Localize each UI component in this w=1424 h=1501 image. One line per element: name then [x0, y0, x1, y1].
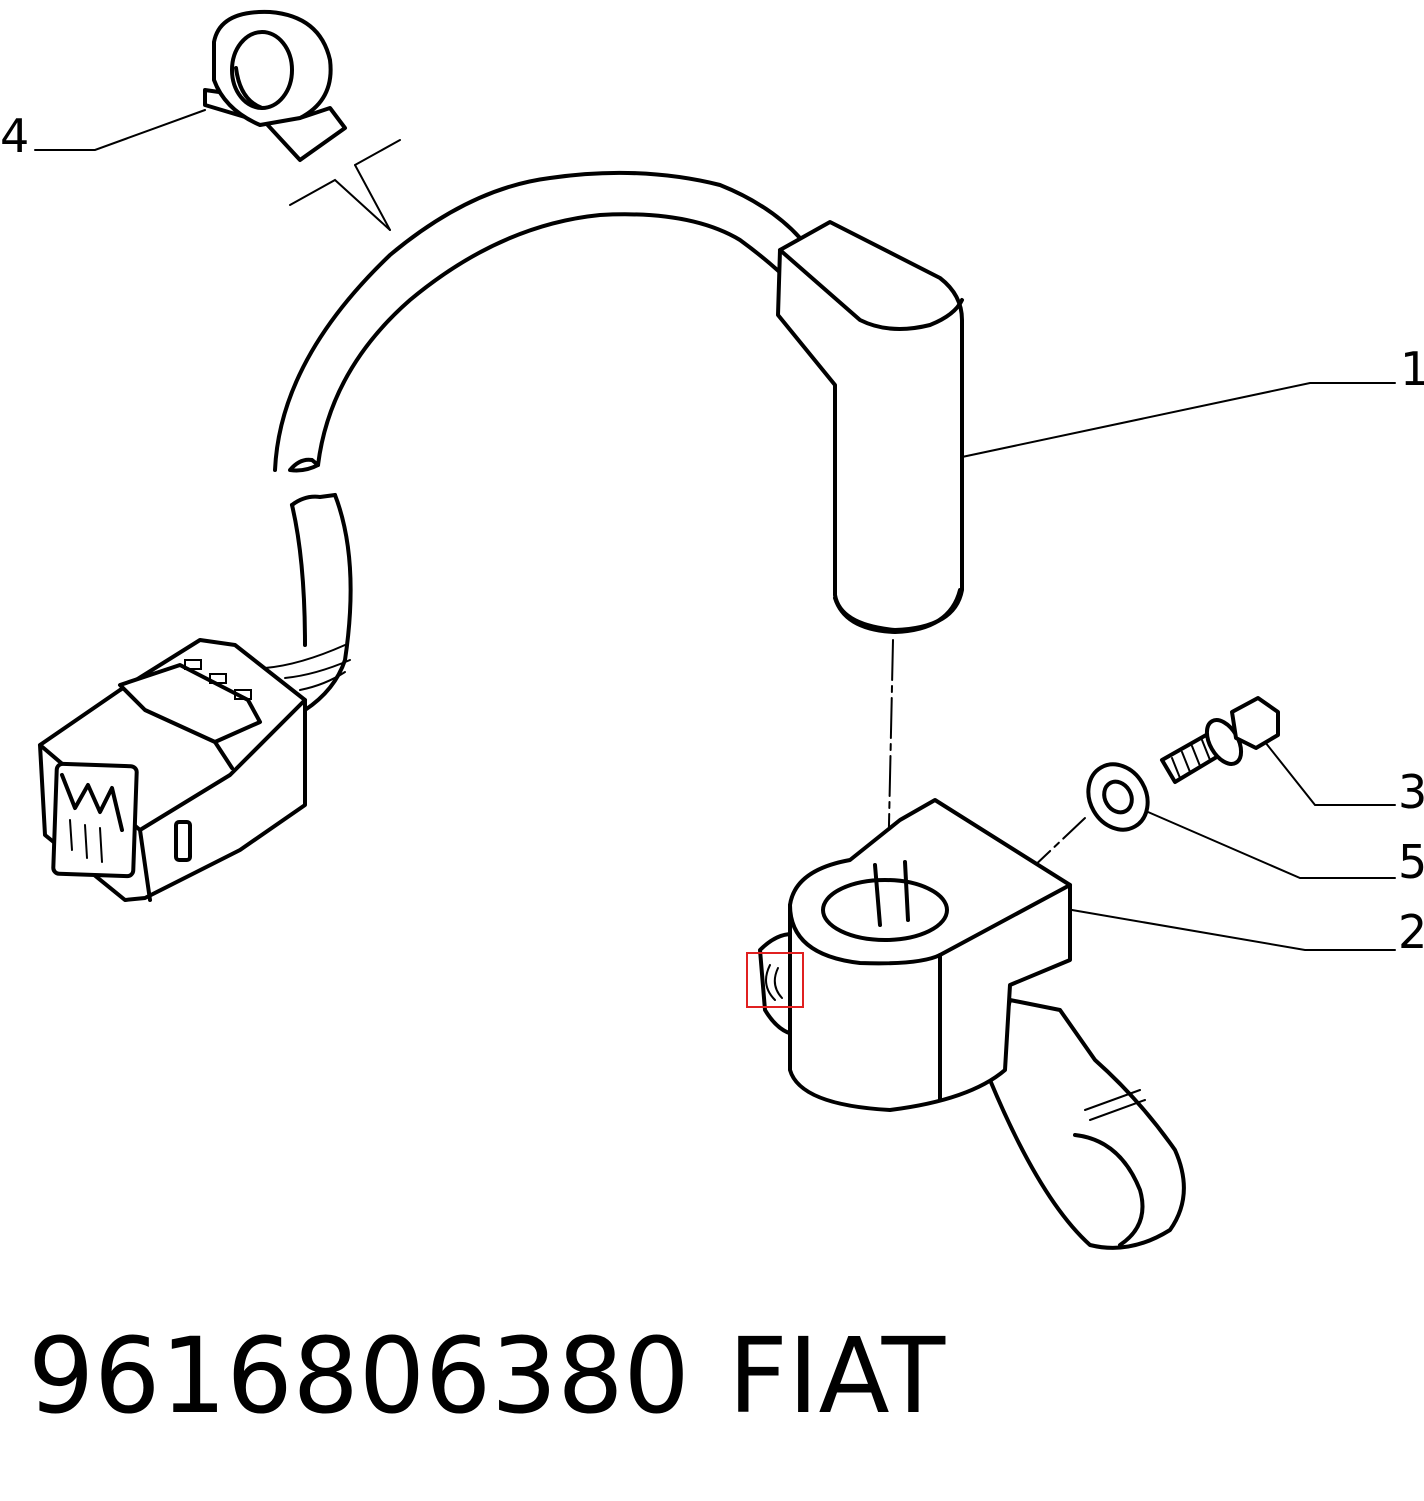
- sensor-body-part: [776, 220, 964, 871]
- leader-lines: [34, 109, 1396, 951]
- part-number-caption: 9616806380: [28, 1315, 690, 1437]
- sensor-bracket-part: [758, 798, 1186, 1250]
- brand-caption: FIAT: [728, 1315, 946, 1437]
- bolt-part: [1160, 696, 1280, 784]
- washer-part: [1086, 762, 1150, 832]
- highlight-box: [746, 952, 804, 1008]
- callout-4-label: 4: [0, 109, 29, 163]
- sensor-cable: [264, 139, 802, 712]
- cable-clip-part: [203, 9, 347, 162]
- callout-3-label: 3: [1398, 765, 1424, 819]
- callout-5-label: 5: [1398, 835, 1424, 889]
- electrical-connector: [38, 638, 307, 902]
- callout-2-label: 2: [1398, 905, 1424, 959]
- callout-1-label: 1: [1400, 342, 1424, 396]
